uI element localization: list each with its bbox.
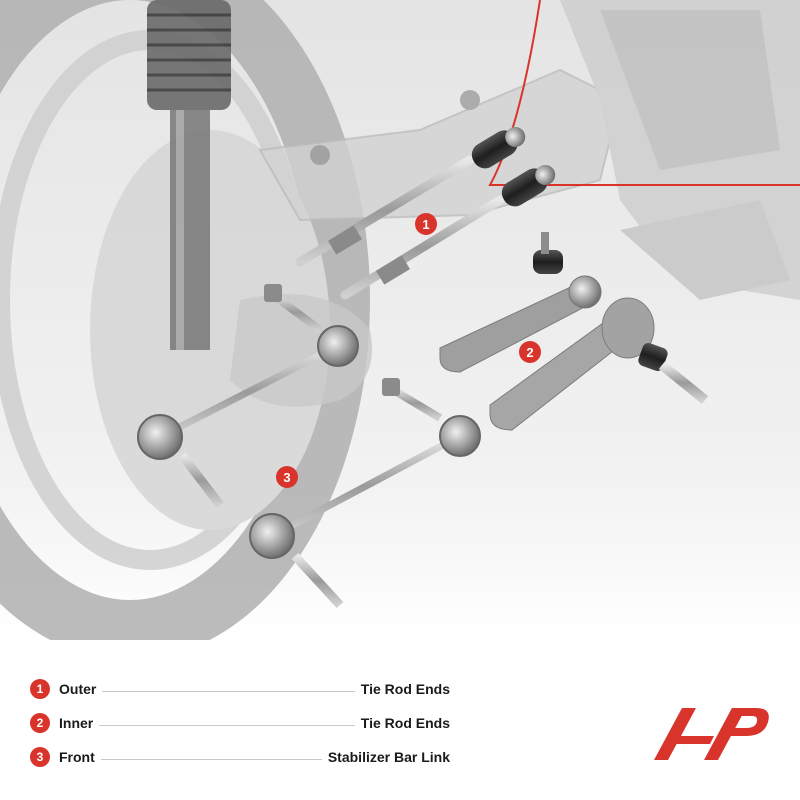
legend-position: Inner bbox=[59, 715, 94, 731]
legend-part-name: Tie Rod Ends bbox=[360, 681, 450, 697]
legend-row-2: 2 Inner Tie Rod Ends bbox=[30, 712, 450, 734]
legend-row-1: 1 Outer Tie Rod Ends bbox=[30, 678, 450, 700]
legend-part-name: Tie Rod Ends bbox=[360, 715, 450, 731]
inner-tie-rod-upper bbox=[295, 127, 526, 267]
part-badge-1: 1 bbox=[415, 213, 437, 235]
stabilizer-link-upper bbox=[137, 284, 359, 508]
legend-badge: 1 bbox=[30, 679, 50, 699]
legend-part-name: Stabilizer Bar Link bbox=[327, 749, 450, 765]
leader-line bbox=[102, 690, 355, 692]
stabilizer-link-lower bbox=[249, 378, 481, 609]
leader-line bbox=[100, 758, 322, 760]
outer-tie-rod-end-lower bbox=[489, 297, 709, 431]
strut-background bbox=[147, 0, 231, 350]
legend-badge: 2 bbox=[30, 713, 50, 733]
chassis-background bbox=[230, 0, 800, 407]
legend-position: Outer bbox=[59, 681, 97, 697]
zoom-callout-outline bbox=[488, 0, 800, 186]
product-photo bbox=[0, 0, 800, 640]
inner-tie-rod-lower bbox=[340, 165, 556, 300]
legend-row-3: 3 Front Stabilizer Bar Link bbox=[30, 746, 450, 768]
legend-badge: 3 bbox=[30, 747, 50, 767]
part-badge-2: 2 bbox=[519, 341, 541, 363]
legend-position: Front bbox=[59, 749, 95, 765]
brand-logo-icon bbox=[654, 708, 769, 760]
part-badge-3: 3 bbox=[276, 466, 298, 488]
leader-line bbox=[99, 724, 355, 726]
parts-legend: 1 Outer Tie Rod Ends 2 Inner Tie Rod End… bbox=[30, 678, 450, 780]
outer-tie-rod-end-upper bbox=[439, 232, 602, 373]
